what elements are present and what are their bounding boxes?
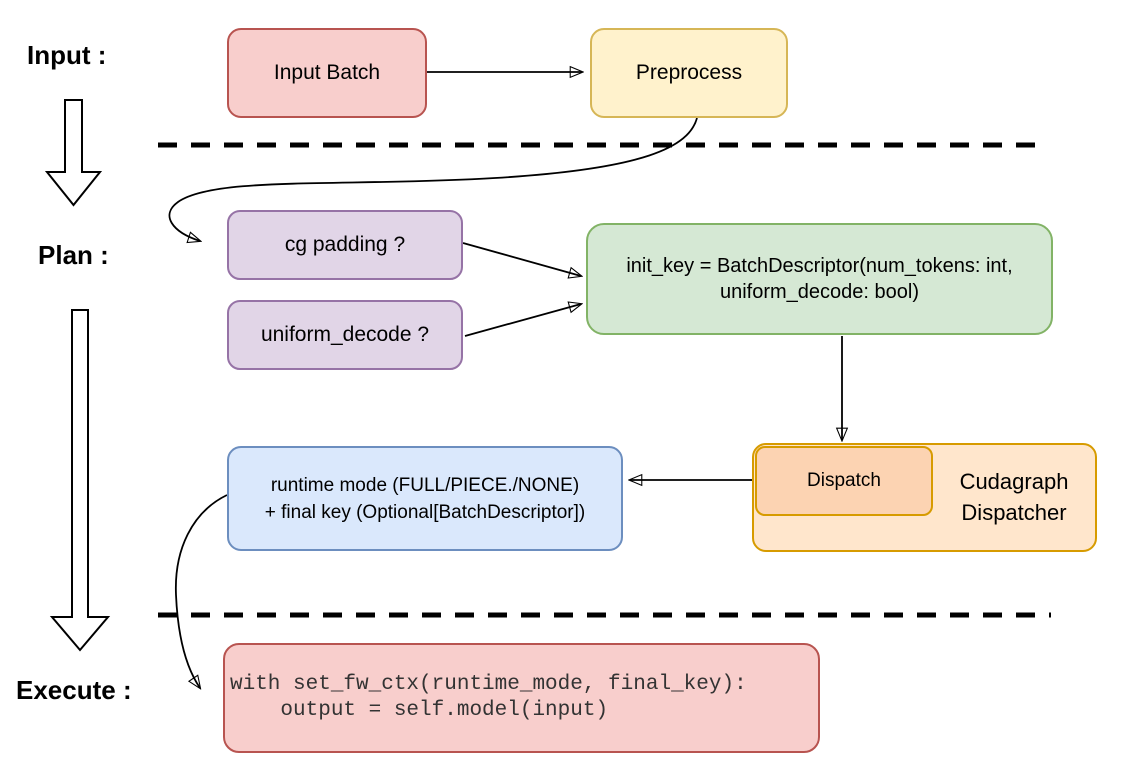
arrow-uniformdecode-to-initkey — [464, 304, 581, 337]
section-label-plan: Plan : — [38, 240, 109, 270]
node-dispatch-label: Dispatch — [807, 470, 881, 492]
node-dispatch: Dispatch — [755, 446, 933, 516]
node-execute-code: with set_fw_ctx(runtime_mode, final_key)… — [223, 643, 820, 753]
node-init-key-line1: init_key = BatchDescriptor(num_tokens: i… — [626, 254, 1013, 277]
node-uniform-decode: uniform_decode ? — [227, 300, 463, 370]
arrow-preprocess-to-cgpadding — [168, 117, 698, 241]
arrow-runtimemode-to-executecode — [175, 494, 228, 688]
section-arrow-input-to-plan — [44, 99, 103, 207]
execute-code-line1: with set_fw_ctx(runtime_mode, final_key)… — [230, 673, 747, 696]
node-preprocess-label: Preprocess — [635, 61, 743, 85]
node-cg-padding: cg padding ? — [227, 210, 463, 280]
node-runtime-mode-line2: + final key (Optional[BatchDescriptor]) — [264, 501, 586, 523]
section-arrow-plan-to-execute — [49, 309, 111, 652]
cudagraph-label-line2: Dispatcher — [961, 500, 1067, 525]
node-input-batch: Input Batch — [227, 28, 427, 118]
node-preprocess: Preprocess — [590, 28, 788, 118]
cudagraph-label-line1: Cudagraph — [959, 469, 1069, 494]
node-runtime-mode: runtime mode (FULL/PIECE./NONE) + final … — [227, 446, 623, 551]
arrow-cgpadding-to-initkey — [462, 242, 581, 276]
node-cudagraph-dispatcher-label: Cudagraph Dispatcher — [938, 466, 1090, 528]
node-cg-padding-label: cg padding ? — [284, 233, 406, 257]
section-label-input: Input : — [27, 40, 107, 70]
execute-code-line2: output = self.model(input) — [230, 699, 609, 722]
section-label-execute: Execute : — [16, 675, 132, 705]
node-runtime-mode-line1: runtime mode (FULL/PIECE./NONE) — [270, 474, 580, 496]
node-init-key: init_key = BatchDescriptor(num_tokens: i… — [586, 223, 1053, 335]
node-uniform-decode-label: uniform_decode ? — [260, 323, 430, 347]
node-input-batch-label: Input Batch — [273, 61, 381, 85]
node-init-key-line2: uniform_decode: bool) — [719, 281, 919, 303]
